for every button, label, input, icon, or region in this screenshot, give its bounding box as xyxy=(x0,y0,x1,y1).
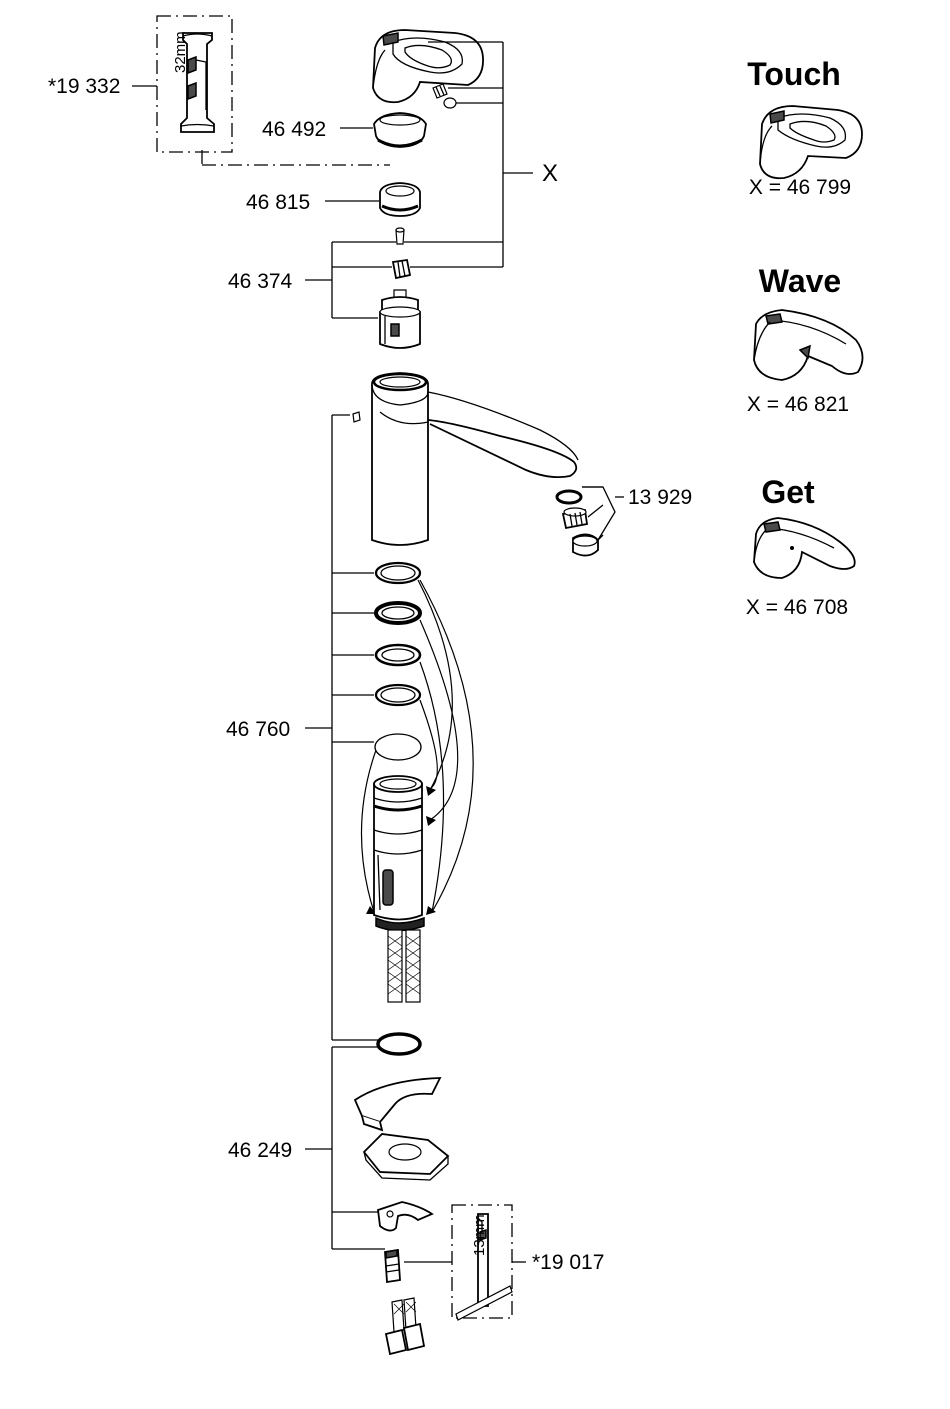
supply-hoses xyxy=(388,930,420,1002)
wrench-32mm-part-number: *19 332 xyxy=(48,75,120,98)
variant-wave-title: Wave xyxy=(759,263,841,299)
aerator-bracket xyxy=(582,487,624,540)
wrench-13mm: 13mm xyxy=(404,1205,526,1320)
wrench-32mm-size-label: 32mm xyxy=(172,31,189,73)
aerator-part-number: 13 929 xyxy=(628,486,692,509)
cap-46-492 xyxy=(374,113,426,147)
variant-get: Get X = 46 708 xyxy=(746,474,855,619)
cartridge-part-number: 46 374 xyxy=(228,270,293,293)
mount-set-part-number: 46 249 xyxy=(228,1139,292,1162)
seal-bracket xyxy=(305,415,378,1040)
variant-touch-title: Touch xyxy=(747,56,841,92)
cap-part-number: 46 492 xyxy=(262,118,326,141)
inner-tube xyxy=(374,776,424,931)
variant-wave: Wave X = 46 821 xyxy=(747,263,863,416)
seal-rings xyxy=(375,563,421,760)
wrench-13mm-size-label: 13mm xyxy=(471,1214,488,1256)
seal-set-part-number: 46 760 xyxy=(226,718,290,741)
nut-46-815 xyxy=(380,183,420,216)
variant-wave-code: X = 46 821 xyxy=(747,393,849,416)
spout-body xyxy=(353,373,578,545)
variant-get-code: X = 46 708 xyxy=(746,596,848,619)
variant-touch-code: X = 46 799 xyxy=(749,176,851,199)
x-label: X xyxy=(542,160,558,187)
variant-get-title: Get xyxy=(761,474,815,510)
mounting-set xyxy=(355,1034,448,1354)
variant-touch: Touch X = 46 799 xyxy=(747,56,862,199)
wrench-13mm-part-number: *19 017 xyxy=(532,1251,604,1274)
cartridge-46-374 xyxy=(380,228,420,348)
aerator-13-929 xyxy=(557,491,598,556)
nut-part-number: 46 815 xyxy=(246,191,310,214)
wrench-32mm: 32mm xyxy=(132,16,390,165)
